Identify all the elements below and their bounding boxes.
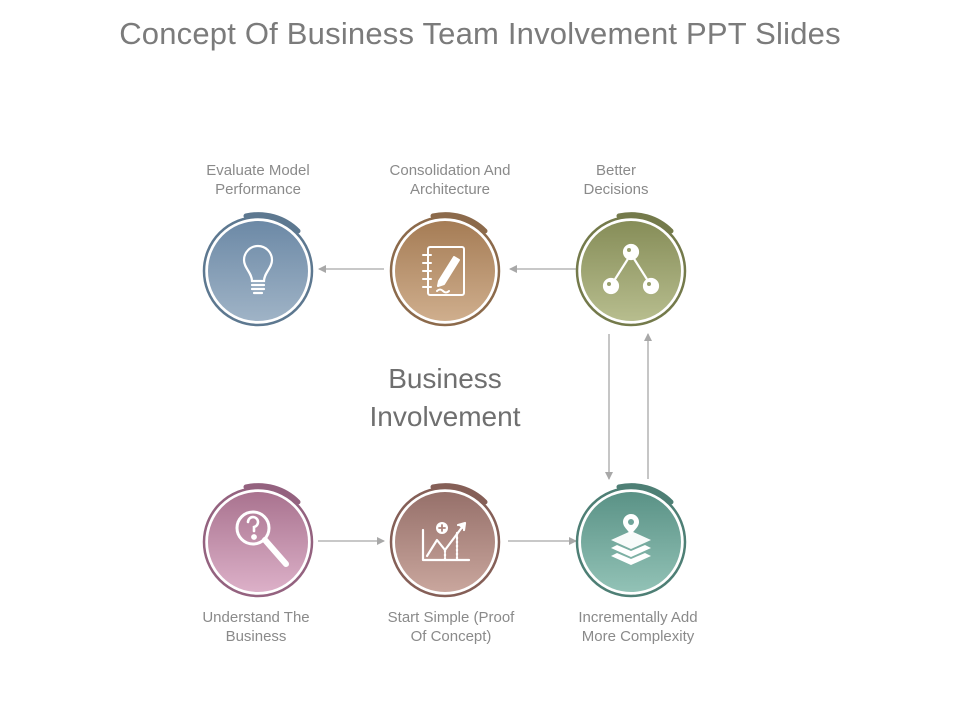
label-consolidation: Consolidation And Architecture bbox=[360, 161, 540, 199]
label-better-decisions: Better Decisions bbox=[526, 161, 706, 199]
label-line: Of Concept) bbox=[410, 628, 492, 645]
label-line: Understand The bbox=[202, 609, 310, 626]
lightbulb-icon bbox=[242, 244, 274, 295]
label-understand-business: Understand The Business bbox=[166, 608, 346, 646]
label-line: Business bbox=[225, 628, 287, 645]
network-nodes-icon bbox=[602, 243, 660, 295]
center-label: Business Involvement bbox=[330, 360, 560, 436]
progress-arc bbox=[616, 212, 674, 234]
label-line: Start Simple (Proof bbox=[387, 609, 515, 626]
progress-arc bbox=[243, 212, 301, 234]
label-line: Architecture bbox=[409, 181, 491, 198]
search-question-icon bbox=[235, 510, 289, 567]
node-consolidation bbox=[389, 212, 501, 327]
slide-title: Concept Of Business Team Involvement PPT… bbox=[119, 16, 841, 51]
label-line: Evaluate Model bbox=[206, 162, 310, 179]
label-line: Decisions bbox=[583, 181, 649, 198]
notebook-pencil-icon bbox=[422, 246, 465, 296]
node-better-decisions bbox=[575, 212, 687, 327]
label-incrementally-add: Incrementally Add More Complexity bbox=[548, 608, 728, 646]
node-disc bbox=[581, 221, 681, 321]
label-start-simple: Start Simple (Proof Of Concept) bbox=[361, 608, 541, 646]
center-label-line: Business bbox=[388, 363, 502, 394]
progress-arc bbox=[616, 483, 674, 505]
layers-location-icon bbox=[611, 514, 651, 565]
node-disc bbox=[208, 221, 308, 321]
node-start-simple bbox=[389, 483, 501, 598]
node-disc bbox=[395, 492, 495, 592]
center-label-line: Involvement bbox=[369, 401, 521, 432]
growth-chart-icon bbox=[421, 521, 471, 562]
progress-arc bbox=[243, 483, 301, 505]
node-understand-business bbox=[202, 483, 314, 598]
node-incrementally-add bbox=[575, 483, 687, 598]
label-line: More Complexity bbox=[581, 628, 695, 645]
progress-arc bbox=[430, 212, 488, 234]
node-evaluate-model bbox=[202, 212, 314, 327]
label-line: Better bbox=[595, 162, 637, 179]
label-line: Consolidation And bbox=[389, 162, 511, 179]
progress-arc bbox=[430, 483, 488, 505]
label-evaluate-model: Evaluate Model Performance bbox=[168, 161, 348, 199]
label-line: Performance bbox=[215, 181, 301, 198]
label-line: Incrementally Add bbox=[578, 609, 698, 626]
